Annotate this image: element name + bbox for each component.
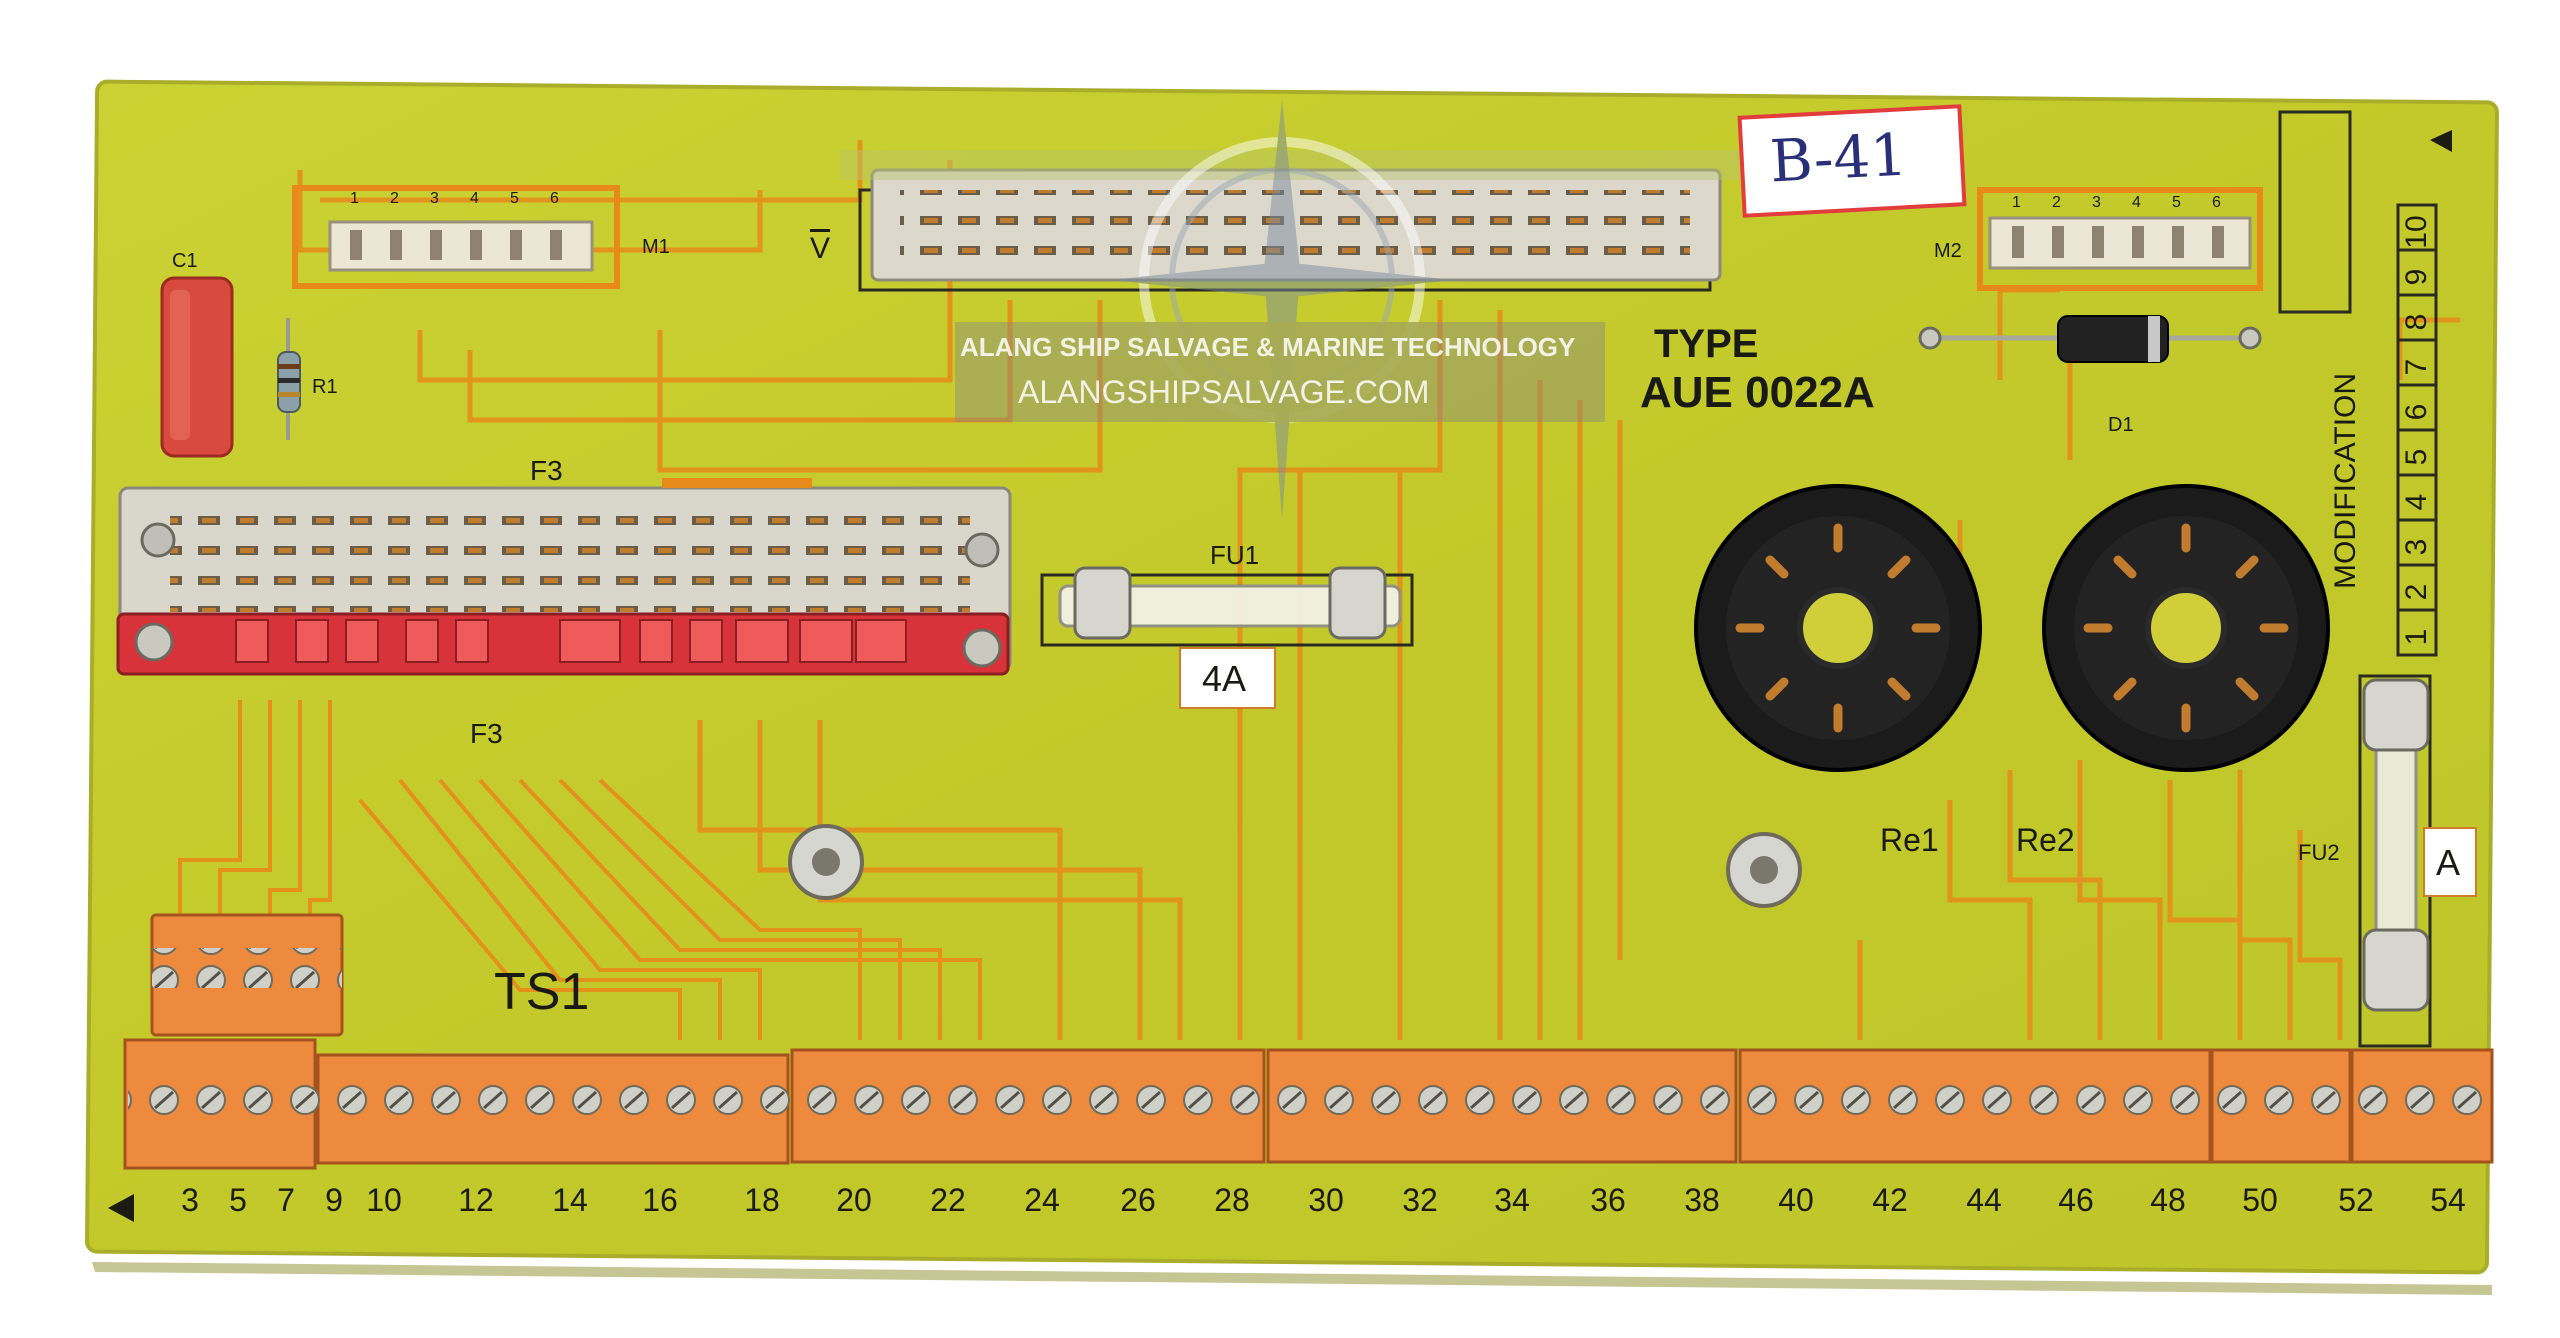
terminal-number: 3 bbox=[181, 1182, 199, 1218]
modification-box: 1 bbox=[2400, 628, 2433, 646]
header-pin-number: 4 bbox=[2132, 194, 2141, 211]
fu2-label: FU2 bbox=[2298, 840, 2340, 865]
header-pin-number: 3 bbox=[2092, 194, 2101, 211]
terminal-number: 50 bbox=[2242, 1182, 2278, 1218]
terminal-number: 24 bbox=[1024, 1182, 1060, 1218]
terminal-number: 12 bbox=[458, 1182, 494, 1218]
modification-box: 4 bbox=[2400, 493, 2433, 511]
watermark-line1: ALANG SHIP SALVAGE & MARINE TECHNOLOGY bbox=[960, 332, 1576, 362]
re1-label: Re1 bbox=[1880, 822, 1939, 858]
watermark-line2: ALANGSHIPSALVAGE.COM bbox=[1018, 374, 1430, 410]
modification-box: 8 bbox=[2400, 313, 2433, 331]
terminal-number: 20 bbox=[836, 1182, 872, 1218]
v-label: V bbox=[810, 232, 831, 265]
header-pin-number: 1 bbox=[2012, 194, 2021, 211]
modification-label: MODIFICATION bbox=[2329, 372, 2363, 590]
fu1-rating: 4A bbox=[1202, 658, 1247, 699]
diode-d1 bbox=[2057, 315, 2169, 363]
re2-label: Re2 bbox=[2016, 822, 2075, 858]
terminal-number: 10 bbox=[366, 1182, 402, 1218]
sticker-label: B-41 bbox=[1768, 120, 1909, 196]
header-pin-number: 3 bbox=[430, 190, 439, 207]
terminal-number: 18 bbox=[744, 1182, 780, 1218]
header-pin-number: 2 bbox=[2052, 194, 2061, 211]
f3-label-bottom: F3 bbox=[470, 718, 503, 749]
header-pin-number: 1 bbox=[350, 190, 359, 207]
terminal-number: 5 bbox=[229, 1182, 247, 1218]
connector-m2 bbox=[1988, 216, 2252, 270]
terminal-number: 7 bbox=[277, 1182, 295, 1218]
terminal-number: 22 bbox=[930, 1182, 966, 1218]
watermark-logo bbox=[955, 100, 1605, 520]
terminal-number: 42 bbox=[1872, 1182, 1908, 1218]
header-pin-number: 6 bbox=[550, 190, 559, 207]
m2-label: M2 bbox=[1934, 240, 1962, 262]
inspection-sticker bbox=[1737, 104, 1967, 218]
header-pin-number: 6 bbox=[2212, 194, 2221, 211]
terminal-number: 28 bbox=[1214, 1182, 1250, 1218]
terminal-number: 30 bbox=[1308, 1182, 1344, 1218]
angled-traces bbox=[178, 700, 982, 1040]
f3-label-top: F3 bbox=[530, 455, 563, 486]
modification-box: 3 bbox=[2400, 538, 2433, 556]
r1-label: R1 bbox=[312, 376, 338, 398]
terminal-number: 26 bbox=[1120, 1182, 1156, 1218]
ts1-label: TS1 bbox=[494, 963, 590, 1021]
terminal-number: 9 bbox=[325, 1182, 343, 1218]
terminal-number: 38 bbox=[1684, 1182, 1720, 1218]
terminal-strip-ts1 bbox=[123, 1038, 2494, 1170]
terminal-number: 44 bbox=[1966, 1182, 2002, 1218]
terminal-number: 54 bbox=[2430, 1182, 2466, 1218]
modification-box: 6 bbox=[2400, 403, 2433, 421]
terminal-number: 14 bbox=[552, 1182, 588, 1218]
modification-box: 9 bbox=[2400, 268, 2433, 286]
terminal-number: 16 bbox=[642, 1182, 678, 1218]
c1-label: C1 bbox=[172, 250, 198, 272]
modification-box: 5 bbox=[2400, 448, 2433, 466]
modification-box: 2 bbox=[2400, 583, 2433, 601]
relay-socket-re2 bbox=[2042, 484, 2330, 772]
m1-label: M1 bbox=[642, 236, 670, 258]
header-pin-number: 5 bbox=[510, 190, 519, 207]
fu1-label: FU1 bbox=[1210, 540, 1260, 570]
header-pin-number: 4 bbox=[470, 190, 479, 207]
header-pin-number: 5 bbox=[2172, 194, 2181, 211]
d1-label: D1 bbox=[2108, 414, 2134, 436]
terminal-number: 52 bbox=[2338, 1182, 2374, 1218]
terminal-number: 36 bbox=[1590, 1182, 1626, 1218]
connector-m1 bbox=[328, 220, 594, 272]
terminal-number: 34 bbox=[1494, 1182, 1530, 1218]
terminal-number: 32 bbox=[1402, 1182, 1438, 1218]
modification-box: 10 bbox=[2400, 215, 2433, 249]
type-label: TYPE bbox=[1654, 322, 1759, 366]
fu2-rating: A bbox=[2436, 842, 2461, 883]
terminal-number: 46 bbox=[2058, 1182, 2094, 1218]
relay-socket-re1 bbox=[1694, 484, 1982, 772]
header-pin-number: 2 bbox=[390, 190, 399, 207]
terminal-number: 48 bbox=[2150, 1182, 2186, 1218]
model-number: AUE 0022A bbox=[1640, 368, 1875, 417]
modification-box: 7 bbox=[2400, 358, 2433, 376]
terminal-number: 40 bbox=[1778, 1182, 1814, 1218]
fuse-fu1 bbox=[1058, 584, 1402, 628]
